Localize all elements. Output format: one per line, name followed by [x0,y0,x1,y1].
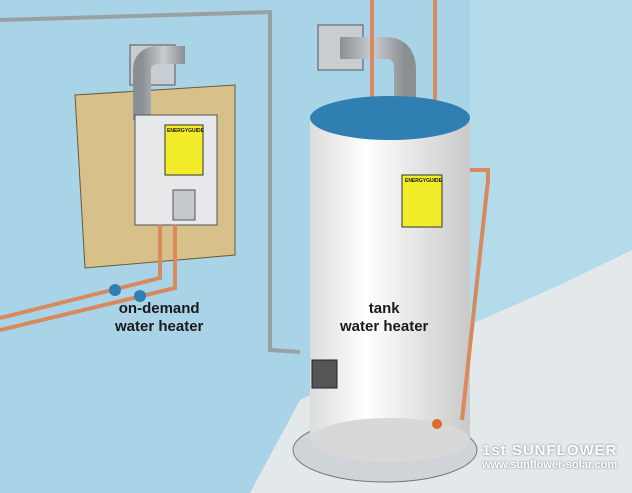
energy-guide-text-right: ENERGYGUIDE [405,178,443,184]
on-demand-label: on-demand water heater [115,300,203,336]
tank-body [310,118,470,440]
on-demand-label-line2: water heater [115,318,204,335]
valve-icon [134,290,146,302]
energy-guide-text-left: ENERGYGUIDE [167,128,205,134]
gas-control-valve [311,359,338,389]
watermark-logo: 1st SUNFLOWER www.sunflower-solar.com [482,442,618,471]
drain-valve [432,419,442,429]
watermark-brand: 1st SUNFLOWER [482,442,618,459]
tank-top [310,96,470,140]
vent-pipe-left [133,46,185,120]
on-demand-label-line1: on-demand [118,300,200,317]
control-box [172,189,196,221]
energy-guide-label-left [164,124,204,176]
tank-label-line2: water heater [340,318,429,335]
energy-guide-label-right [401,174,443,228]
relief-pipe [460,168,490,421]
valve-icon [109,284,121,296]
gas-pipe [0,9,301,354]
tank-label-line1: tank [368,300,400,317]
right-wall [470,0,632,330]
watermark-url: www.sunflower-solar.com [482,459,618,471]
vent-pipe-right [340,37,416,105]
copper-pipes-left [0,225,177,332]
tank-bottom [310,418,470,462]
tank-label: tank water heater [340,300,428,336]
